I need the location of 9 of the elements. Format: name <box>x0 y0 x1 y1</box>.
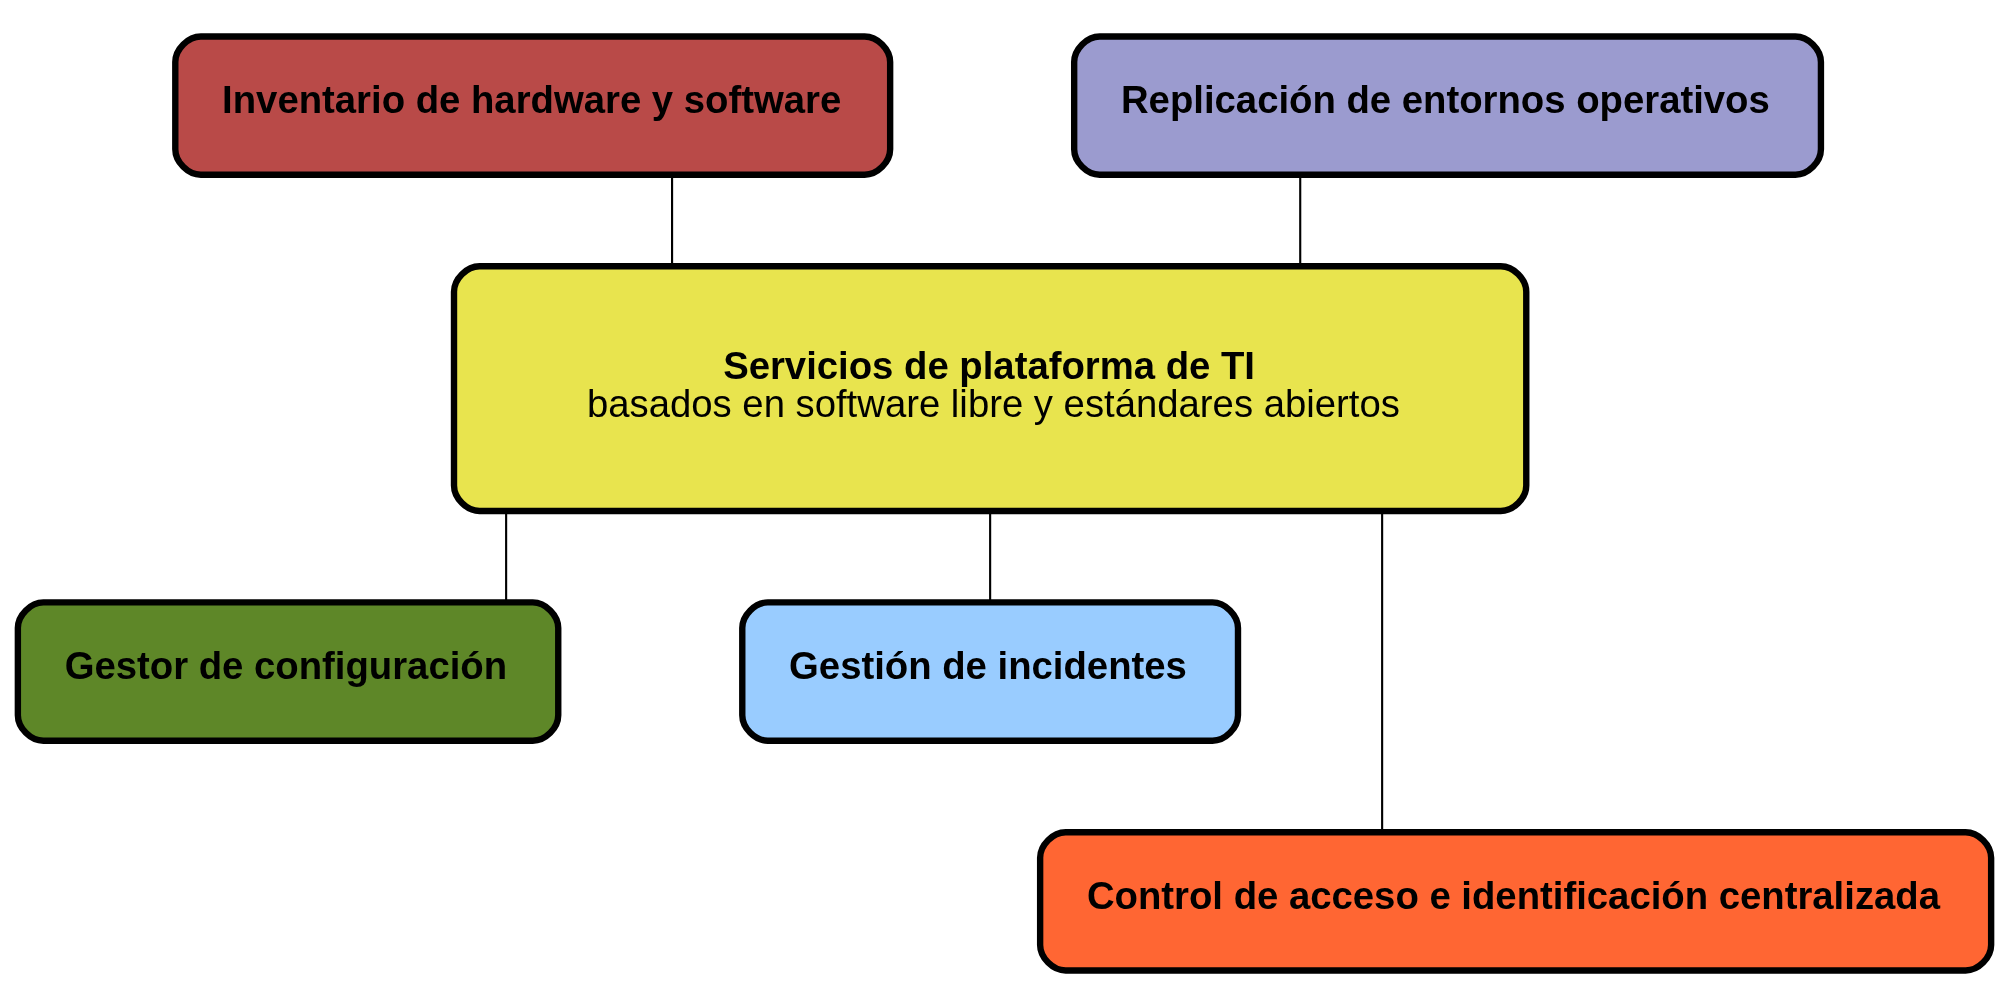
node-box: Gestor de configuración <box>14 599 561 744</box>
connector <box>504 511 507 602</box>
node-box: Inventario de hardware y software <box>171 33 893 178</box>
node-box: Replicación de entornos operativos <box>1070 33 1824 178</box>
node-box: Control de acceso e identificación centralizada <box>1036 829 1994 974</box>
node-box: Gestión de incidentes <box>738 599 1241 744</box>
connector <box>988 511 991 602</box>
node-box: Servicios de plataforma de TI basados en software libre y estándares abiertos <box>450 263 1529 515</box>
connector <box>1380 511 1383 832</box>
